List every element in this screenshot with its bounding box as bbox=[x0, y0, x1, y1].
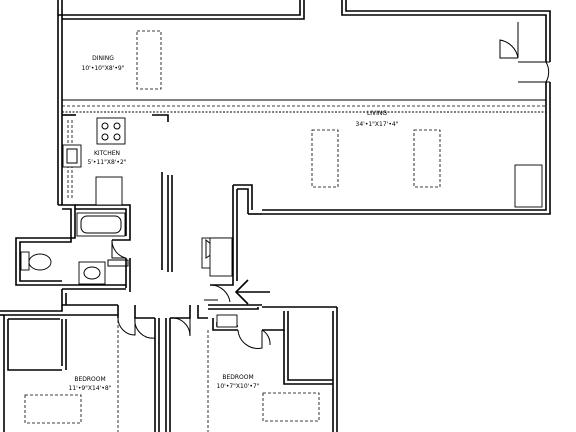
bedroom-1-label: BEDROOM bbox=[74, 376, 105, 383]
kitchen-sink-icon bbox=[62, 144, 82, 168]
bedroom-2-bed bbox=[262, 392, 320, 422]
living-sofa-left bbox=[311, 129, 339, 188]
living-label: LIVING bbox=[367, 110, 387, 117]
dining-table bbox=[136, 30, 162, 90]
toilet-icon bbox=[20, 251, 30, 271]
room-labels: DINING 10'•10"X8'•9" LIVING 34'•1"X17'•4… bbox=[69, 55, 399, 392]
bedroom-2-label: BEDROOM bbox=[222, 374, 253, 381]
interior-walls bbox=[4, 114, 333, 432]
bedroom-1-size: 11'•9"X14'•8" bbox=[69, 385, 112, 392]
bath-sink-icon bbox=[78, 261, 106, 285]
kitchen-size: 5'•11"X8'•2" bbox=[87, 159, 126, 166]
bathtub-icon bbox=[76, 212, 126, 237]
living-sofa-right bbox=[413, 129, 441, 188]
bedroom-2-closet bbox=[216, 314, 238, 328]
dining-size: 10'•10"X8'•9" bbox=[82, 65, 125, 72]
living-cabinet bbox=[514, 164, 543, 208]
outer-walls bbox=[0, 0, 551, 432]
closet-door bbox=[499, 22, 550, 83]
room-dividers bbox=[62, 99, 546, 432]
bedroom-2-size: 10'•7"X10'•7" bbox=[217, 383, 260, 390]
living-size: 34'•1"X17'•4" bbox=[356, 121, 399, 128]
arrow-left-icon bbox=[234, 279, 270, 305]
doors bbox=[107, 239, 271, 349]
kitchen-label: KITCHEN bbox=[94, 150, 120, 157]
refrigerator bbox=[95, 176, 123, 206]
dining-label: DINING bbox=[92, 55, 114, 62]
stove-icon bbox=[96, 117, 126, 145]
bedroom-1-bed bbox=[24, 394, 82, 424]
furniture bbox=[20, 30, 543, 424]
